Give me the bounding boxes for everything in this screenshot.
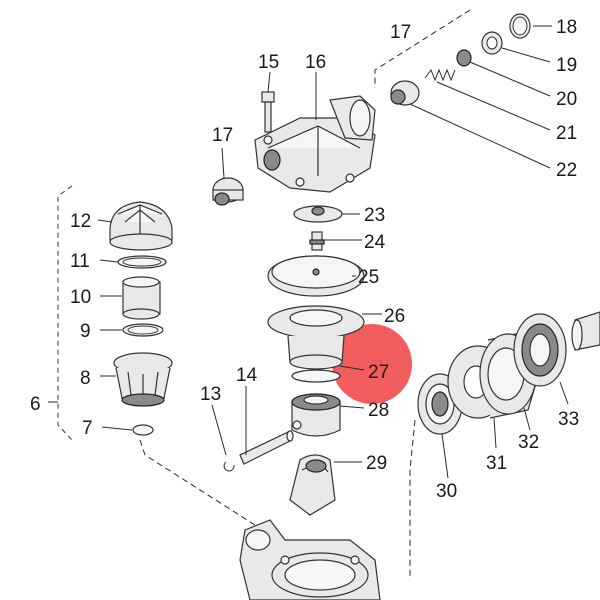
- part-8-cage: [113, 352, 173, 407]
- callout-12: 12: [70, 211, 91, 232]
- part-16-valve-head: [254, 95, 376, 193]
- callout-28: 28: [368, 400, 389, 421]
- part-15-bolt: [261, 91, 275, 133]
- callout-31: 31: [486, 453, 507, 474]
- shaft-end: [571, 311, 600, 351]
- part-9-oring-inner: [127, 325, 159, 335]
- callout-27: 27: [368, 362, 389, 383]
- callout-labels: 6 7 8 9 10 11 12 13 14 15 16 17 17 18 19…: [30, 17, 579, 502]
- callout-15: 15: [258, 52, 279, 73]
- assembly-axis-line: [409, 419, 416, 580]
- part-19-hole: [486, 36, 498, 50]
- part-26-flange: [267, 305, 365, 339]
- leader-lines: [48, 25, 569, 479]
- part-13-clip: [223, 461, 235, 472]
- part-22-check-valve: [390, 80, 420, 106]
- part-24-pin: [309, 231, 325, 251]
- part-21-spring: [424, 68, 456, 82]
- part-33-needle-bearing: [513, 313, 567, 387]
- assembly-axis-line: [139, 439, 256, 526]
- part-11-oring-inner: [122, 257, 162, 267]
- part-12-cap: [109, 201, 173, 251]
- part-7-oring: [132, 424, 154, 436]
- part-17-check-valve: [212, 177, 244, 206]
- callout-25: 25: [358, 267, 379, 288]
- callout-33: 33: [558, 409, 579, 430]
- callout-17-left: 17: [212, 125, 233, 146]
- part-23-disc: [293, 205, 343, 223]
- part-28-block: [291, 393, 341, 437]
- callout-32: 32: [518, 432, 539, 453]
- part-18-inner: [512, 16, 528, 36]
- callout-8: 8: [80, 368, 91, 389]
- callout-7: 7: [82, 418, 93, 439]
- part-20-ring: [456, 49, 472, 67]
- group-6-bracket: [57, 185, 73, 441]
- callout-6: 6: [30, 394, 41, 415]
- callout-26: 26: [384, 306, 405, 327]
- callout-18: 18: [556, 17, 577, 38]
- part-29-rod: [289, 454, 336, 516]
- callout-20: 20: [556, 89, 577, 110]
- callout-16: 16: [305, 52, 326, 73]
- callout-21: 21: [556, 123, 577, 144]
- callout-23: 23: [364, 205, 385, 226]
- callout-19: 19: [556, 55, 577, 76]
- callout-13: 13: [200, 384, 221, 405]
- assembly-axis-line: [374, 9, 471, 88]
- part-25-diaphragm: [267, 255, 365, 297]
- highlight-marker: [332, 324, 412, 404]
- callout-9: 9: [80, 321, 91, 342]
- callout-30: 30: [436, 481, 457, 502]
- callout-11: 11: [70, 251, 90, 272]
- callout-22: 22: [556, 160, 577, 181]
- callout-29: 29: [366, 453, 387, 474]
- part-27-piston: [287, 335, 345, 383]
- callout-10: 10: [70, 287, 91, 308]
- part-14-pin: [239, 430, 294, 465]
- callout-24: 24: [364, 232, 386, 253]
- pump-housing: [239, 519, 381, 600]
- part-10-sleeve: [122, 276, 161, 320]
- callout-14: 14: [236, 365, 258, 386]
- callout-17-right: 17: [390, 22, 411, 43]
